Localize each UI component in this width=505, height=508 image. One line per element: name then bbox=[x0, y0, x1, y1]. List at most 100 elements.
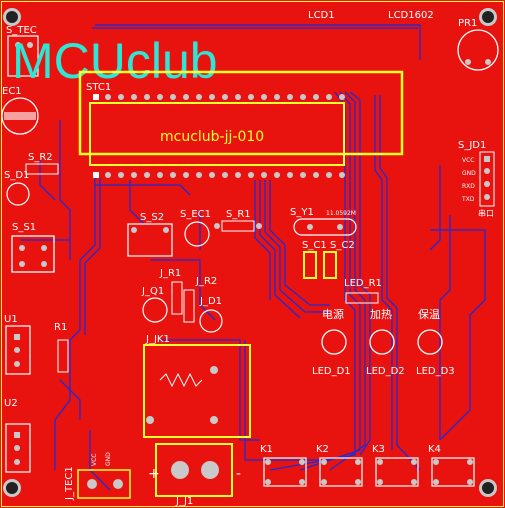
led-r1-resistor bbox=[345, 292, 379, 304]
s-jd1-port: 串口 bbox=[478, 209, 494, 218]
u1-module bbox=[5, 325, 31, 375]
k2-button bbox=[319, 457, 363, 487]
s-jd1-vcc: VCC bbox=[462, 157, 474, 164]
k4-label: K4 bbox=[428, 444, 441, 455]
s-s1-pad bbox=[41, 261, 47, 267]
j-q1-label: J_Q1 bbox=[141, 286, 164, 297]
lcd-ref: LCD1 bbox=[308, 10, 335, 21]
s-jd1-gnd: GND bbox=[462, 170, 476, 177]
j-j1-plus: + bbox=[148, 466, 160, 482]
k3-label: K3 bbox=[372, 444, 385, 455]
k3-button bbox=[375, 457, 419, 487]
s-s2-label: S_S2 bbox=[140, 212, 164, 223]
s-d1-label: S_D1 bbox=[4, 170, 29, 181]
s-jd1-pin bbox=[484, 156, 490, 162]
k4-button bbox=[431, 457, 475, 487]
u1-pin bbox=[14, 361, 20, 367]
s-s1-switch bbox=[11, 235, 55, 273]
j-jk1-label: J_JK1 bbox=[145, 334, 170, 345]
j-j1-terminal bbox=[155, 443, 233, 497]
led-r1-label: LED_R1 bbox=[344, 278, 382, 289]
u2-label: U2 bbox=[4, 398, 18, 409]
r1-label: R1 bbox=[54, 322, 67, 333]
s-s2-switch bbox=[127, 223, 173, 257]
j-tec1-pad bbox=[113, 479, 123, 489]
j-j1-pad bbox=[171, 461, 189, 479]
s-s1-label: S_S1 bbox=[12, 222, 36, 233]
j-tec1-pad bbox=[87, 479, 97, 489]
pr1-pad bbox=[465, 59, 471, 65]
s-y1-crystal bbox=[293, 218, 357, 236]
u1-pin bbox=[14, 347, 20, 353]
j-tec1-gnd: GND bbox=[105, 452, 112, 466]
pr1-label: PR1 bbox=[458, 18, 477, 29]
s-r1-label: S_R1 bbox=[226, 209, 251, 220]
s-r1-pad bbox=[214, 223, 220, 229]
s-jd1-pin bbox=[484, 168, 490, 174]
j-d1-label: J_D1 bbox=[199, 296, 222, 307]
j-r2-resistor bbox=[183, 289, 195, 323]
led-d1-label: LED_D1 bbox=[312, 366, 351, 377]
s-r1-resistor bbox=[221, 220, 255, 232]
s-jd1-pin bbox=[484, 194, 490, 200]
s-s2-pad bbox=[131, 227, 137, 233]
j-tec1-label: J_TEC1 bbox=[64, 466, 75, 501]
j-j1-pad bbox=[201, 461, 219, 479]
j-r2-label: J_R2 bbox=[195, 276, 217, 287]
lcd-outline bbox=[78, 70, 404, 156]
s-tec-footprint bbox=[7, 35, 39, 77]
mcu-pins-bottom bbox=[93, 172, 345, 178]
mcu-pins-top bbox=[93, 94, 345, 100]
board-title: MCUclub bbox=[12, 33, 218, 89]
s-r2-resistor bbox=[25, 163, 59, 175]
s-s1-pad bbox=[19, 245, 25, 251]
s-c2-capacitor bbox=[323, 251, 337, 279]
s-r1-pad bbox=[256, 223, 262, 229]
u2-pin bbox=[14, 445, 20, 451]
s-c2-label: S_C2 bbox=[330, 240, 355, 251]
s-tec-label: S_TEC bbox=[6, 25, 37, 36]
s-y1-label: S_Y1 bbox=[290, 207, 314, 218]
ec1-band bbox=[4, 112, 36, 120]
k1-button bbox=[263, 457, 307, 487]
s-jd1-label: S_JD1 bbox=[458, 140, 486, 151]
pr1-photoresistor bbox=[457, 29, 499, 71]
j-jk1-pad bbox=[146, 416, 154, 424]
mcu-chip bbox=[89, 102, 345, 166]
u2-module bbox=[5, 423, 31, 473]
j-r1-label: J_R1 bbox=[159, 268, 181, 279]
s-jd1-pin bbox=[484, 181, 490, 187]
led-d1 bbox=[321, 329, 347, 355]
ec1-label: EC1 bbox=[2, 86, 22, 97]
s-s1-pad bbox=[19, 261, 25, 267]
mcu-text: mcuclub-jj-010 bbox=[160, 129, 264, 145]
s-jd1-header bbox=[479, 151, 495, 207]
led-d3-label: LED_D3 bbox=[416, 366, 455, 377]
mcu-ref: STC1 bbox=[86, 82, 111, 93]
j-jk1-pad bbox=[210, 416, 218, 424]
s-y1-freq: 11.0592M bbox=[326, 210, 356, 217]
j-d1-led bbox=[199, 309, 223, 333]
j-r1-resistor bbox=[171, 281, 183, 315]
led-d3-caption: 保温 bbox=[418, 307, 440, 321]
s-d1-led bbox=[6, 182, 30, 206]
u1-pin bbox=[14, 334, 20, 340]
s-c1-capacitor bbox=[303, 251, 317, 279]
s-ec1-capacitor bbox=[184, 221, 210, 247]
led-d2 bbox=[369, 329, 395, 355]
j-jk1-coil bbox=[159, 372, 203, 388]
j-jk1-pad bbox=[210, 366, 218, 374]
s-tec-pad bbox=[15, 42, 21, 48]
j-j1-minus: - bbox=[236, 466, 241, 482]
pr1-pad bbox=[485, 59, 491, 65]
j-tec1-connector bbox=[77, 469, 131, 499]
j-j1-label: J_J1 bbox=[175, 496, 193, 507]
s-s1-pad bbox=[41, 245, 47, 251]
led-d2-label: LED_D2 bbox=[366, 366, 405, 377]
s-y1-pad bbox=[307, 224, 313, 230]
u1-label: U1 bbox=[4, 314, 18, 325]
s-s2-pad bbox=[163, 227, 169, 233]
j-jk1-relay bbox=[143, 344, 251, 438]
